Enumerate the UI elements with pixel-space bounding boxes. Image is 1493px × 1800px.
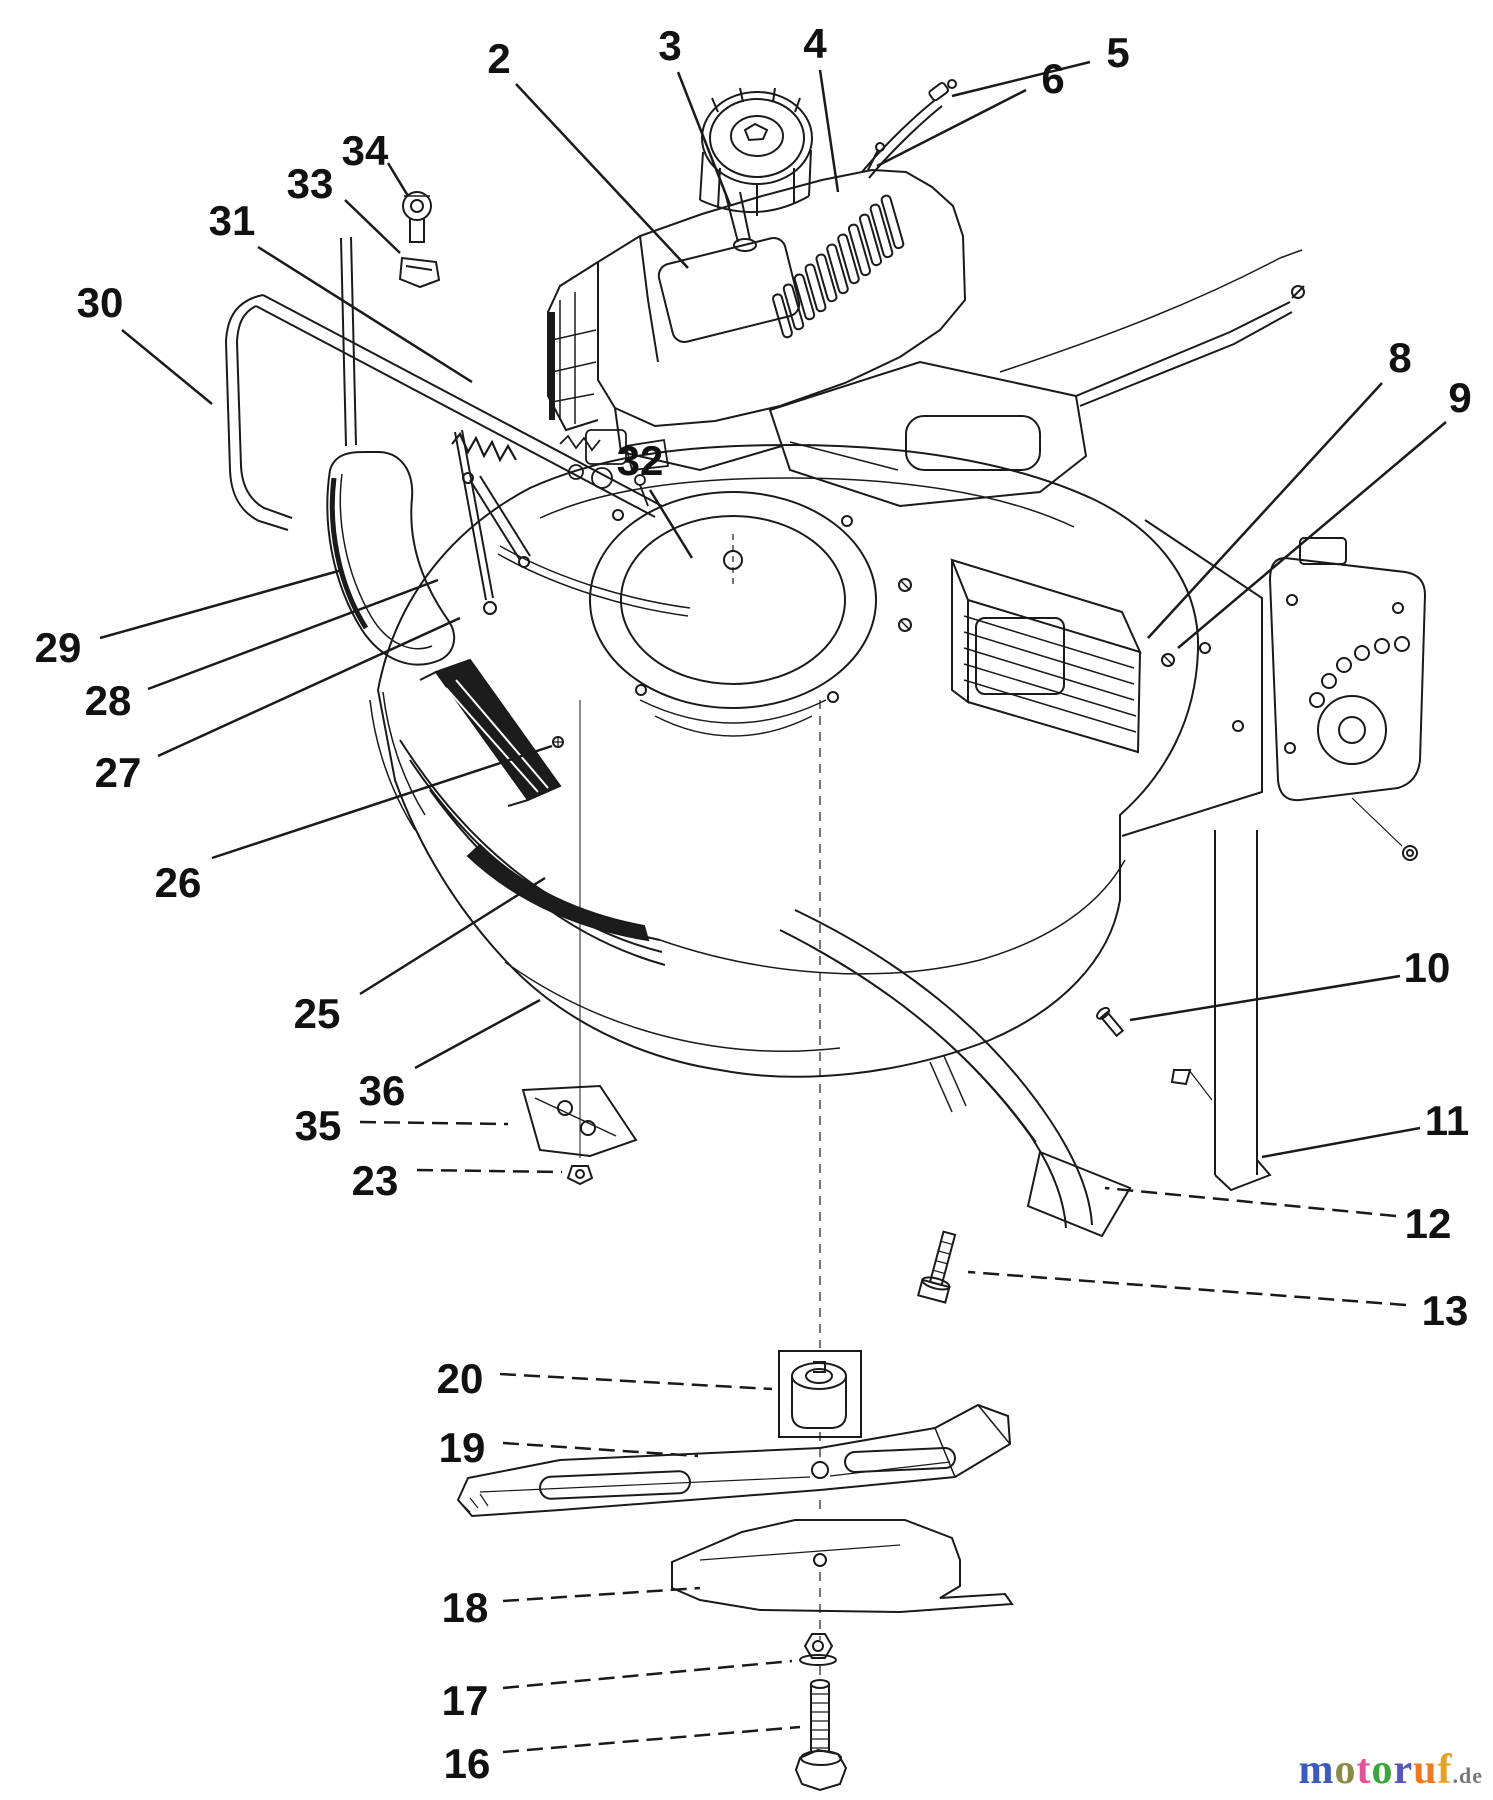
callout-leader-12 bbox=[1104, 1186, 1397, 1218]
callout-leader-30 bbox=[121, 329, 213, 405]
callout-label-25: 25 bbox=[294, 990, 341, 1037]
callout-leader-13 bbox=[967, 1270, 1407, 1307]
watermark-letter: r bbox=[1393, 1747, 1414, 1793]
callout-leader-32 bbox=[648, 489, 694, 559]
callout-label-26: 26 bbox=[155, 859, 202, 906]
callout-label-34: 34 bbox=[342, 127, 389, 174]
callout-label-27: 27 bbox=[95, 749, 142, 796]
callout-leader-31 bbox=[257, 245, 473, 384]
callout-leader-27 bbox=[157, 616, 461, 758]
deck-bolt-illustration bbox=[916, 1230, 957, 1304]
callout-label-10: 10 bbox=[1404, 944, 1451, 991]
callout-label-18: 18 bbox=[442, 1584, 489, 1631]
callout-label-19: 19 bbox=[439, 1424, 486, 1471]
watermark-letter: u bbox=[1413, 1747, 1438, 1793]
blade-bolt-illustration bbox=[794, 1679, 848, 1792]
callout-label-4: 4 bbox=[803, 20, 827, 67]
callout-label-9: 9 bbox=[1448, 374, 1471, 421]
support-bracket-illustration bbox=[521, 700, 638, 1186]
engine-vent-slots bbox=[772, 194, 905, 339]
callout-label-36: 36 bbox=[359, 1067, 406, 1114]
blade-adapter-illustration bbox=[778, 1350, 862, 1438]
callout-label-23: 23 bbox=[352, 1157, 399, 1204]
watermark-letter: o bbox=[1371, 1747, 1394, 1793]
watermark-letter: t bbox=[1356, 1747, 1372, 1793]
callout-leader-28 bbox=[147, 578, 439, 691]
engine-illustration bbox=[547, 79, 1305, 508]
callout-leader-29 bbox=[99, 568, 343, 640]
callout-label-12: 12 bbox=[1405, 1200, 1452, 1247]
blade-nut-illustration bbox=[799, 1633, 837, 1666]
callout-leader-11 bbox=[1261, 1126, 1421, 1159]
side-plate-illustration bbox=[1268, 537, 1427, 861]
callout-leader-33 bbox=[344, 199, 401, 254]
blade-illustration bbox=[456, 1403, 1012, 1518]
callout-label-11: 11 bbox=[1425, 1097, 1469, 1144]
spring-illustration bbox=[451, 431, 517, 463]
callout-leader-9 bbox=[1177, 421, 1447, 649]
callout-leader-19 bbox=[502, 1441, 699, 1458]
blade-stiffener-illustration bbox=[671, 1519, 1014, 1614]
callout-leader-6 bbox=[876, 88, 1027, 168]
watermark-letter: f bbox=[1437, 1747, 1453, 1793]
control-lever-illustration bbox=[326, 450, 456, 666]
rear-grille-illustration bbox=[898, 558, 1175, 754]
deflector-illustration bbox=[779, 830, 1272, 1304]
grille-screw-illustration bbox=[1161, 653, 1175, 667]
callout-label-29: 29 bbox=[35, 624, 82, 671]
watermark-logo: motoruf.de bbox=[1298, 1746, 1483, 1794]
deck-housing-illustration bbox=[369, 443, 1263, 1078]
callout-leader-8 bbox=[1147, 382, 1383, 639]
callout-label-30: 30 bbox=[77, 279, 124, 326]
callout-label-6: 6 bbox=[1041, 55, 1064, 102]
callout-label-3: 3 bbox=[658, 22, 681, 69]
callout-leader-5 bbox=[951, 60, 1091, 98]
callout-label-8: 8 bbox=[1388, 334, 1411, 381]
callout-label-20: 20 bbox=[437, 1355, 484, 1402]
clip-illustration bbox=[398, 256, 441, 289]
callout-label-5: 5 bbox=[1106, 29, 1129, 76]
callout-leader-3 bbox=[676, 71, 732, 206]
knob-illustration bbox=[402, 191, 432, 243]
rear-bracket-illustration bbox=[1214, 830, 1258, 1175]
callout-leader-34 bbox=[386, 162, 410, 197]
callout-leader-25 bbox=[359, 876, 546, 996]
callout-leader-4 bbox=[818, 69, 840, 193]
watermark-suffix: .de bbox=[1452, 1763, 1483, 1788]
callout-label-31: 31 bbox=[209, 197, 256, 244]
callout-label-28: 28 bbox=[85, 677, 132, 724]
callout-label-32: 32 bbox=[617, 437, 664, 484]
callout-label-33: 33 bbox=[287, 160, 334, 207]
spark-plug-wire-illustration bbox=[861, 79, 957, 179]
callout-leader-36 bbox=[414, 998, 541, 1070]
callout-label-16: 16 bbox=[444, 1740, 491, 1787]
callout-leader-23 bbox=[416, 1168, 563, 1174]
callout-leader-17 bbox=[502, 1659, 793, 1690]
watermark-letter: m bbox=[1298, 1747, 1335, 1793]
callout-label-35: 35 bbox=[295, 1102, 342, 1149]
callout-label-2: 2 bbox=[487, 35, 510, 82]
callout-label-17: 17 bbox=[442, 1677, 489, 1724]
callout-leader-35 bbox=[359, 1120, 509, 1126]
deflector-screw-illustration bbox=[1096, 1006, 1125, 1038]
watermark-letter: o bbox=[1334, 1747, 1357, 1793]
callout-label-13: 13 bbox=[1422, 1287, 1469, 1334]
carburetor-linkage-illustration bbox=[559, 429, 670, 507]
callout-leader-20 bbox=[499, 1372, 773, 1391]
callout-leader-2 bbox=[515, 83, 689, 269]
fuel-cap-illustration bbox=[699, 87, 813, 216]
callout-leader-16 bbox=[502, 1725, 801, 1754]
callout-leader-26 bbox=[211, 744, 553, 860]
callout-leader-10 bbox=[1129, 974, 1401, 1022]
blade-assembly-illustration bbox=[456, 700, 1014, 1792]
handle-and-control-illustration bbox=[224, 191, 691, 666]
bracket-nut-illustration bbox=[566, 1165, 594, 1186]
callout-leader-18 bbox=[502, 1586, 701, 1603]
